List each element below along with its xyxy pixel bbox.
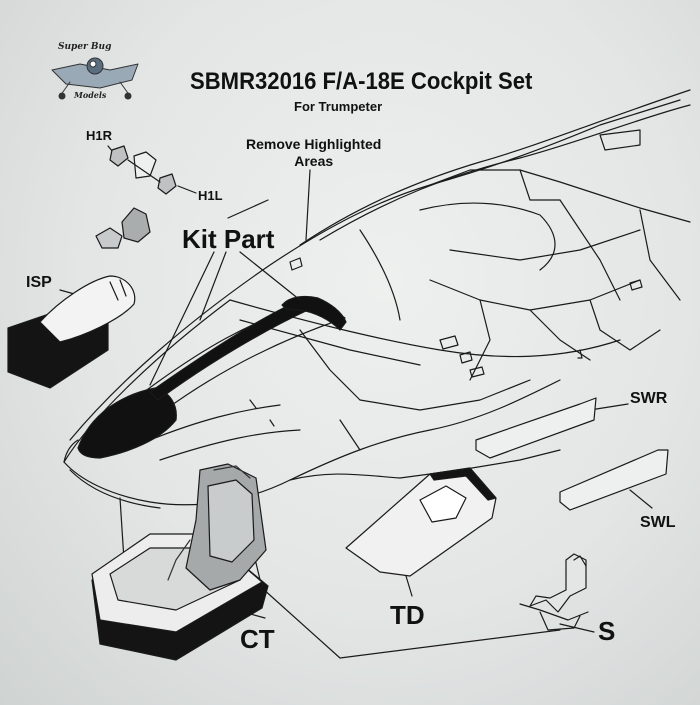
label-isp: ISP <box>26 274 52 291</box>
logo-line-1: Super Bug <box>58 42 112 52</box>
logo-line-2: Models <box>74 90 107 100</box>
part-h1-drawing <box>109 145 177 195</box>
part-s-drawing <box>519 553 589 631</box>
part-isp-drawing <box>7 275 136 389</box>
fuselage-drawing <box>63 89 691 509</box>
sheet-title: SBMR32016 F/A-18E Cockpit Set <box>190 68 533 95</box>
brand-logo: Super Bug Models <box>40 42 140 100</box>
label-h1l: H1L <box>198 188 223 203</box>
label-swl: SWL <box>640 514 676 531</box>
note-line-1: Remove Highlighted <box>246 136 382 152</box>
sheet-subtitle: For Trumpeter <box>294 99 383 114</box>
leader-lines <box>59 145 653 659</box>
label-s: S <box>598 616 616 646</box>
label-td: TD <box>390 600 425 630</box>
label-kit-part: Kit Part <box>182 224 275 254</box>
label-h1r: H1R <box>86 128 113 143</box>
part-ct-drawing <box>91 463 269 661</box>
note-line-2: Areas <box>294 153 334 169</box>
part-small-drawing <box>95 207 151 249</box>
part-td-drawing <box>345 467 497 577</box>
logo-art <box>51 57 139 100</box>
part-sw-drawing <box>475 397 669 511</box>
remove-highlighted-note: Remove Highlighted Areas <box>246 136 381 170</box>
label-ct: CT <box>240 624 275 654</box>
label-swr: SWR <box>630 390 668 407</box>
